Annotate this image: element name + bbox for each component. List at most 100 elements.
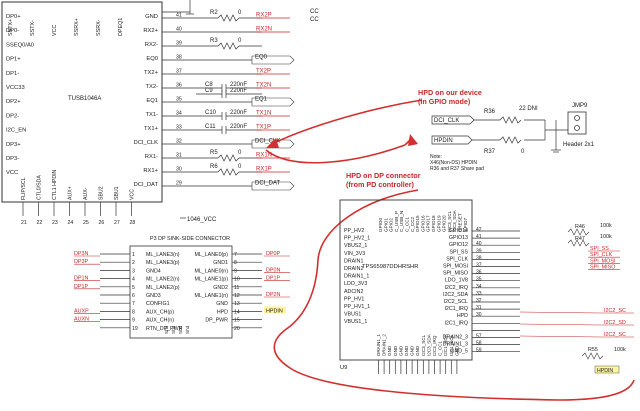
tusb-top-pin: SSTX-: [30, 20, 36, 36]
dp-left-pin: ML_LANE2(n): [146, 277, 180, 283]
tusb-right-pin: TX2-: [145, 84, 158, 90]
dp-right-pin: DP_PWR: [205, 318, 228, 324]
dp-right-pin-num: 10: [234, 277, 240, 283]
tusb-net-val: 220nF: [230, 110, 247, 116]
pd-i2c-net: I2C2_SD: [604, 320, 626, 326]
tusb-net-name: RX1P: [256, 167, 272, 173]
tusb-left-pin: I2C_EN: [6, 128, 26, 134]
pd-bottom-pin: I2C3_SCL: [421, 334, 426, 356]
tusb-right-pin: RX1+: [143, 168, 158, 174]
tusb-net-name: RX2N: [256, 27, 272, 33]
tusb-bottom-pin-num: 21: [21, 220, 27, 226]
pd-right-pin: DRAIN1_3: [443, 342, 468, 348]
pd-bottom-pin: I2C1_SDA: [443, 333, 448, 356]
pd-left-pin: PP_HV1_1: [344, 304, 370, 310]
tusb-top-pin: SSRX-: [96, 19, 102, 36]
pd-right-pin-num: 31: [476, 305, 482, 311]
tusb-part-label: TUSB1046A: [68, 96, 101, 102]
tusb-left-pin: DP3-: [6, 156, 19, 162]
dp-left-pin-num: 8: [132, 309, 135, 315]
tusb-net-ref: R6: [210, 164, 218, 170]
tusb-left-pin: DP1+: [6, 57, 21, 63]
dp-right-pin-num: 15: [234, 318, 240, 324]
tusb-left-pin: VCC: [6, 170, 18, 176]
tusb-net-val: 220nF: [230, 88, 247, 94]
tusb-right-pin: TX2+: [144, 70, 159, 76]
pd-right-pin-num: 40: [476, 241, 482, 247]
tusb-left-pin: DP0-: [6, 28, 19, 34]
svg-text:Header 2x1: Header 2x1: [563, 142, 595, 148]
tusb-net-ref: C9: [205, 88, 213, 94]
pd-left-pin: VBUS1: [344, 312, 361, 318]
pd-spi-net: SPI_MOSI: [590, 258, 615, 264]
tusb-bottom-pin: VCC: [130, 189, 136, 200]
tusb-net-val: 0: [238, 150, 242, 156]
tusb-net-name: TX2N: [256, 83, 271, 89]
pd-left-pin: ADCIN2: [344, 289, 363, 295]
svg-text:R55: R55: [588, 347, 598, 353]
tusb-net-name: TX2P: [256, 69, 271, 75]
pd-right-pin: I2C2_IRQ: [444, 285, 468, 291]
pd-bottom-pin: I2C1_SCL: [449, 334, 454, 356]
svg-text:HPD on our device: HPD on our device: [418, 88, 482, 97]
pd-bottom-pin: GND: [398, 345, 403, 356]
pd-left-pin: DRAIN2: [344, 266, 363, 272]
tusb-net-ref: R5: [210, 150, 218, 156]
pd-right-pin-num: 42: [476, 227, 482, 233]
pd-top-pin: GPIO7: [463, 218, 468, 232]
pd-right-pin-num: 57: [476, 334, 482, 340]
tusb-left-pin: DP3+: [6, 142, 21, 148]
tusb-net-val: 220nF: [230, 82, 247, 88]
pd-right-pin-num: 34: [476, 284, 482, 290]
pd-left-pin: PP_HV1: [344, 296, 364, 302]
dp-right-pin-num: 11: [234, 285, 239, 291]
dp-left-pin-num: 9: [132, 318, 135, 324]
tusb-net-ref: C8: [205, 82, 213, 88]
dp-connector-p3: P3 DP SINK-SIDE CONNECTOR ML_LANE3(n)1DP…: [74, 236, 290, 339]
tusb-right-pin: EQ0: [146, 56, 158, 62]
pd-right-pin: GND_5: [450, 349, 468, 355]
dp-left-pin: AUX_CH(p): [146, 309, 174, 315]
pd-bottom-pin: I2C3_SDA: [426, 333, 431, 356]
tusb-right-pin-num: 40: [176, 27, 182, 33]
svg-text:HPDIN: HPDIN: [434, 138, 453, 144]
dp-left-net: DP3P: [74, 259, 88, 265]
pd-bottom-pin: GND: [387, 345, 392, 356]
tusb-left-pin: VCC33: [6, 85, 25, 91]
tusb-bottom-pin: AUX+: [68, 186, 74, 200]
tusb-bottom-pin: SBU1: [114, 186, 120, 200]
dp-left-pin: ML_LANE3(p): [146, 260, 180, 266]
tusb-right-pin-num: 38: [176, 55, 182, 61]
tusb-bottom-pin: CTL0/SDA: [37, 175, 43, 200]
tusb-left-pin: DP1-: [6, 71, 19, 77]
pd-top-pin: HRESET: [458, 213, 463, 232]
pd-spi-net: SPI_SS: [590, 246, 609, 252]
pd-spi-net: SPI_MISO: [590, 265, 615, 271]
tusb-right-pin-num: 39: [176, 41, 182, 47]
pd-i2c-net: I2C2_SC: [604, 332, 626, 338]
pd-left-pin: PP_HV2: [344, 228, 364, 234]
tusb-bottom-pin-num: 25: [83, 220, 89, 226]
dp-right-pin-num: 9: [234, 268, 237, 274]
tusb-net-name: TX1N: [256, 111, 271, 117]
tusb-right-pin: TX1-: [145, 112, 158, 118]
tusb-left-pin: DP2+: [6, 99, 21, 105]
tusb-bottom-pin: AUX-: [83, 187, 89, 200]
pd-right-pin: GPIO14: [449, 228, 468, 234]
callout-arrows: [265, 99, 635, 401]
tusb-net-ref: C10: [205, 110, 217, 116]
pd-bottom-pin: GND: [393, 345, 398, 356]
dp-left-pin-num: 3: [132, 268, 135, 274]
pd-top-pin: C_USB_P: [394, 211, 399, 232]
pd-top-pin: GPIO19: [436, 215, 441, 232]
dp-left-pin: GND4: [146, 268, 161, 274]
pd-top-pin: GPIO1: [383, 218, 388, 232]
tusb-net-name: EQ1: [255, 97, 268, 103]
pd-top-pin: GPIO17: [426, 215, 431, 232]
pd-bottom-pin: GND: [415, 345, 420, 356]
dp-left-pin-num: 6: [132, 293, 135, 299]
tusb-bottom-pin: FLIP/SCL: [21, 177, 27, 200]
